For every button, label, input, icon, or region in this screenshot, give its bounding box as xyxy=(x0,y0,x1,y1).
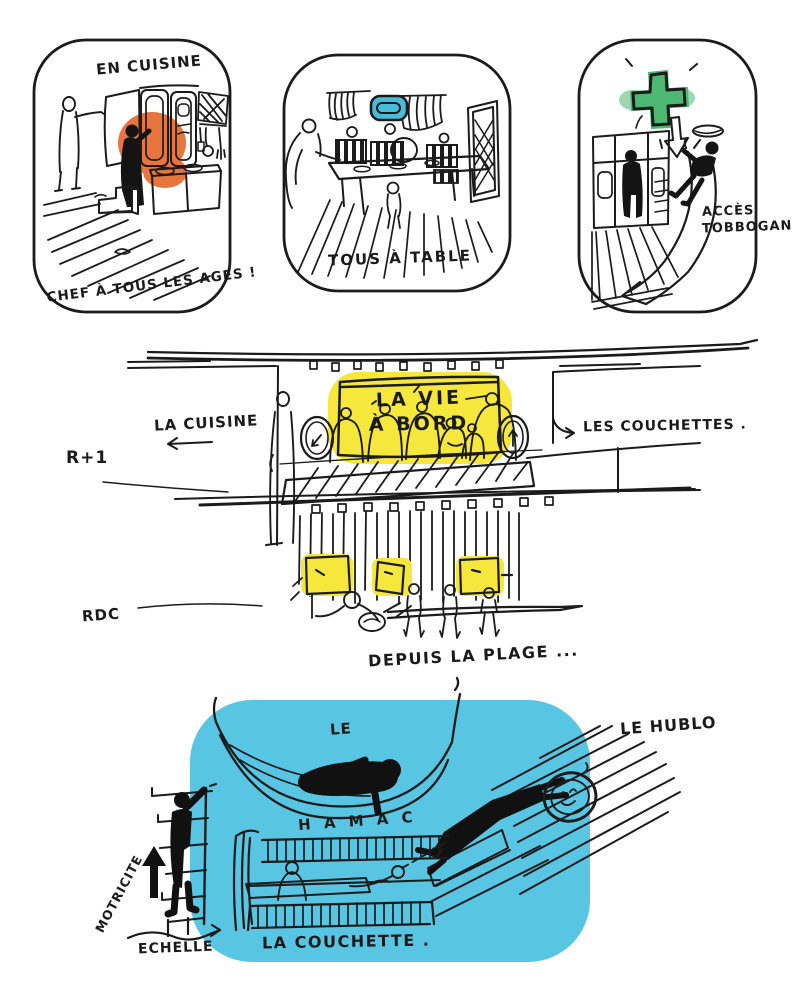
panel-cuisine-border xyxy=(32,38,232,314)
porthole-left xyxy=(299,415,335,461)
banner-title-line2: À BORD xyxy=(368,412,470,436)
label-level-r1: R+1 xyxy=(66,448,109,468)
toboggan-label-line2: TOBBOGAN xyxy=(701,218,793,237)
arrow-down-icon xyxy=(664,116,689,158)
cabin-sketch xyxy=(126,676,681,962)
couchette xyxy=(232,829,450,932)
seated-figures xyxy=(329,392,517,463)
porthole-ring xyxy=(542,771,598,823)
kitchen-wall xyxy=(127,360,279,546)
kitchen-sketch xyxy=(43,84,229,301)
porthole-window xyxy=(369,94,409,122)
roof-line xyxy=(146,338,759,356)
sliding-figure xyxy=(705,141,719,155)
dining-table xyxy=(327,154,491,181)
green-plus-icon xyxy=(630,70,689,129)
boat-section-sketch xyxy=(102,338,759,639)
label-level-rdc: RDC xyxy=(81,604,121,626)
frisbee xyxy=(692,124,724,138)
deck-tabs xyxy=(311,496,554,514)
label-le: LE xyxy=(329,719,353,739)
diving-figure xyxy=(430,784,545,860)
floor-hatching xyxy=(297,199,493,279)
label-echelle: ECHELLE xyxy=(137,938,214,958)
ladder xyxy=(126,783,222,941)
seated-person xyxy=(301,118,317,134)
arrow-up-icon xyxy=(142,846,166,898)
toboggan-label-line1: ACCÈS xyxy=(701,203,755,220)
label-couchette: LA COUCHETTE . xyxy=(261,930,431,953)
yellow-hatch-windows xyxy=(290,554,514,619)
porthole-figure xyxy=(415,725,681,917)
dining-sketch xyxy=(284,90,500,279)
toboggan-sketch xyxy=(591,58,724,310)
roof-tabs xyxy=(309,359,504,372)
arrow-left-icon xyxy=(167,437,213,450)
porthole-right xyxy=(496,414,530,460)
standing-outline-figure xyxy=(265,391,296,546)
adult-figure xyxy=(62,96,76,112)
deck-hatching xyxy=(174,451,696,507)
panel-toboggan-border xyxy=(577,38,758,314)
label-les-couchettes: LES COUCHETTES . xyxy=(582,416,747,436)
child-under-table xyxy=(386,181,400,195)
panel-table-border xyxy=(282,53,512,293)
beach-figures xyxy=(315,583,584,639)
floor-hatching xyxy=(43,192,211,301)
hammock xyxy=(212,676,462,820)
standing-figure xyxy=(625,150,637,162)
arrow-right-icon xyxy=(552,417,575,439)
